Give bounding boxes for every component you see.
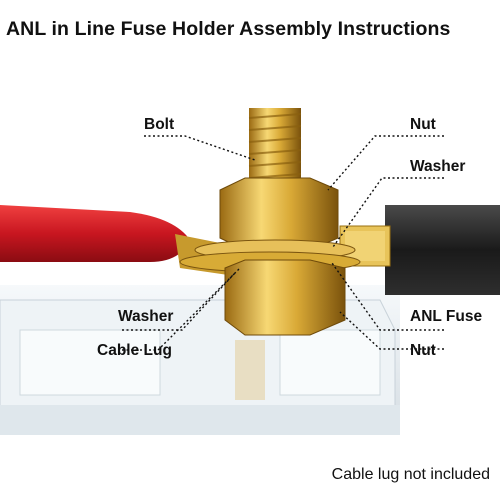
label-nut-bottom: Nut xyxy=(410,342,436,359)
anl-fuse-body xyxy=(339,205,500,295)
label-cable-lug: Cable Lug xyxy=(97,342,172,359)
bolt-stack xyxy=(179,108,361,336)
page-title: ANL in Line Fuse Holder Assembly Instruc… xyxy=(6,18,451,40)
label-anl-fuse: ANL Fuse xyxy=(410,308,483,325)
label-washer-bottom: Washer xyxy=(118,308,174,325)
footnote: Cable lug not included xyxy=(331,466,490,483)
label-washer-top: Washer xyxy=(410,158,466,175)
leader-lines xyxy=(122,135,444,351)
label-bolt: Bolt xyxy=(144,116,175,133)
label-nut-top: Nut xyxy=(410,116,436,133)
